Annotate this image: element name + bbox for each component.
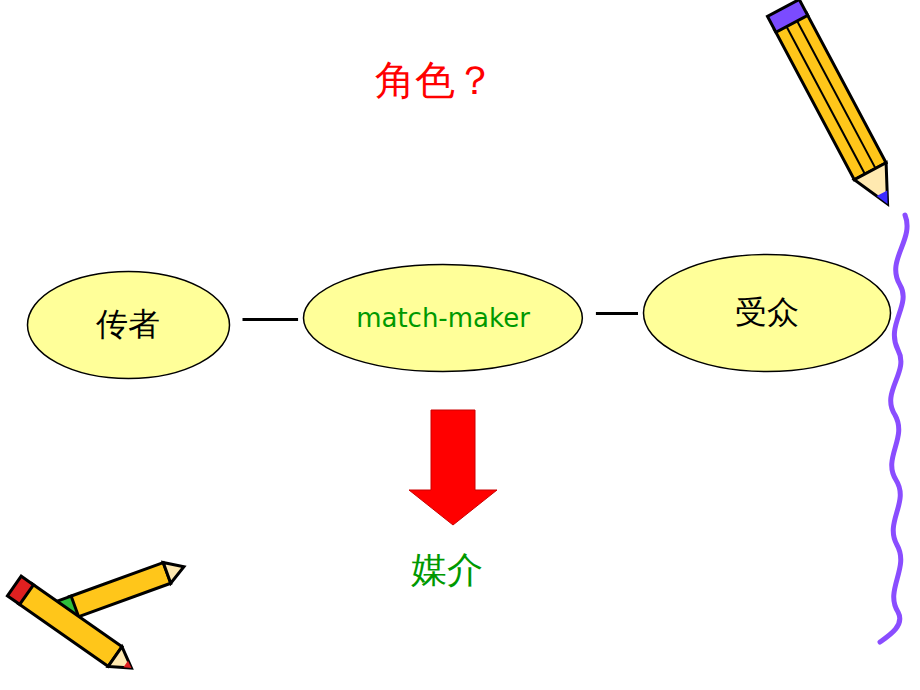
- connector-line: [243, 318, 299, 321]
- ellipse-node: 传者: [26, 270, 231, 380]
- pencil: [767, 0, 903, 212]
- ellipse-node: 受众: [642, 253, 892, 373]
- node-label: 受众: [735, 291, 799, 335]
- down-arrow: [409, 410, 497, 525]
- ellipse-node: match-maker: [302, 263, 584, 373]
- pencil: [7, 576, 138, 678]
- slide-title: 角色？: [375, 53, 495, 108]
- media-label: 媒介: [411, 546, 483, 595]
- node-label: match-maker: [356, 303, 530, 333]
- connector-line: [596, 312, 638, 315]
- wavy-line: [880, 215, 907, 642]
- pencil: [58, 556, 188, 621]
- node-label: 传者: [96, 303, 160, 347]
